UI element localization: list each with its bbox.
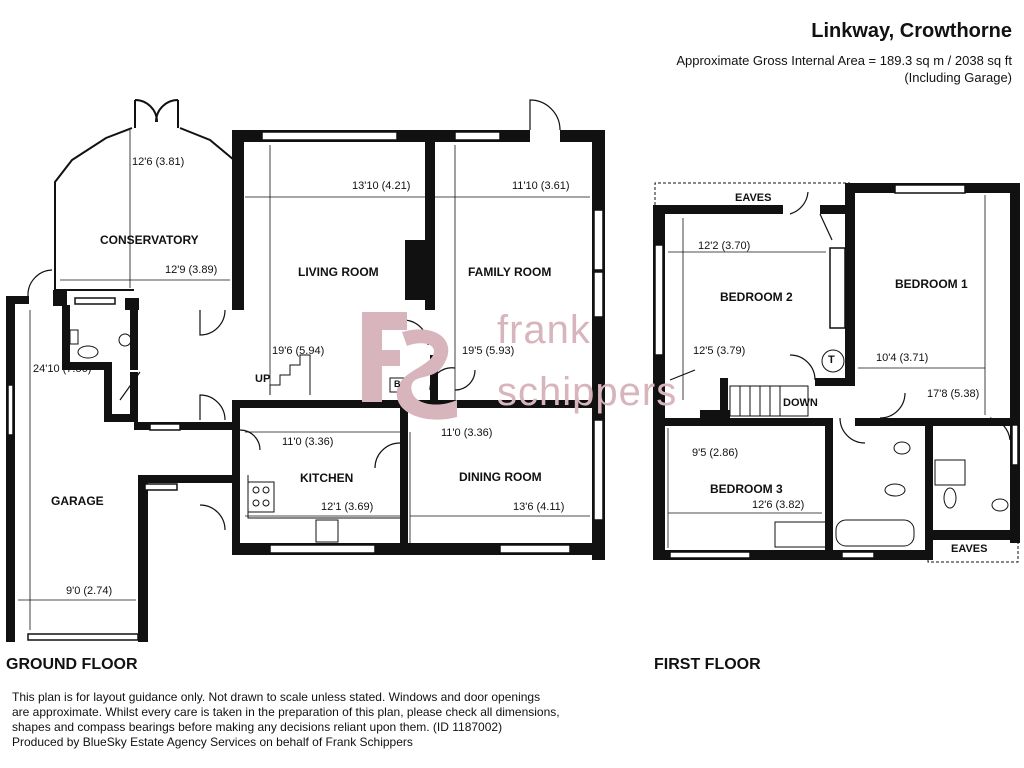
- tank-circle: [821, 349, 845, 373]
- dim-bedroom-1-height: 17'8 (5.38): [927, 388, 980, 400]
- frank-schippers-logo: [362, 312, 457, 420]
- wc-fittings: [69, 329, 132, 359]
- dim-family-height: 19'5 (5.93): [462, 345, 515, 357]
- eaves-label-top: EAVES: [735, 192, 772, 204]
- first-floor-windows: [654, 184, 1019, 559]
- dim-kitchen-height: 11'0 (3.36): [282, 436, 334, 448]
- dim-dining-height: 11'0 (3.36): [441, 427, 493, 439]
- bathroom-fittings: [774, 441, 1009, 548]
- dim-garage-height: 24'10 (7.56): [33, 363, 92, 375]
- first-floor-doors: [669, 191, 1011, 444]
- dim-conservatory-width: 12'9 (3.89): [165, 264, 218, 276]
- room-label-bedroom-1: BEDROOM 1: [895, 277, 968, 291]
- kitchen-fittings: [247, 475, 400, 543]
- room-label-living: LIVING ROOM: [298, 265, 379, 279]
- conservatory-outline: [54, 99, 241, 291]
- room-label-bedroom-2: BEDROOM 2: [720, 290, 793, 304]
- ground-dimension-lines: [18, 130, 590, 630]
- room-label-garage: GARAGE: [51, 494, 104, 508]
- first-floor-label: FIRST FLOOR: [654, 656, 761, 673]
- ground-stairs: [269, 354, 311, 395]
- room-label-kitchen: KITCHEN: [300, 471, 354, 485]
- dim-living-height: 19'6 (5.94): [272, 345, 325, 357]
- room-label-conservatory: CONSERVATORY: [100, 233, 199, 247]
- room-label-dining: DINING ROOM: [459, 470, 542, 484]
- watermark-word-frank: frank: [497, 308, 591, 352]
- ground-floor-doors: [27, 99, 561, 531]
- disclaimer-line: This plan is for layout guidance only. N…: [12, 690, 541, 704]
- dim-bedroom-2-width: 12'2 (3.70): [698, 240, 751, 252]
- stairs-up-label: UP: [255, 373, 271, 385]
- dim-family-width: 11'10 (3.61): [512, 180, 570, 192]
- property-title: Linkway, Crowthorne: [811, 20, 1012, 42]
- dim-bedroom-3-width: 12'6 (3.82): [752, 499, 805, 511]
- dim-dining-width: 13'6 (4.11): [513, 501, 565, 513]
- eaves-label-bottom: EAVES: [951, 543, 988, 555]
- dim-conservatory-height: 12'6 (3.81): [132, 156, 185, 168]
- dim-bedroom-2-height: 12'5 (3.79): [693, 345, 746, 357]
- dim-living-width: 13'10 (4.21): [352, 180, 411, 192]
- gross-area-note: (Including Garage): [904, 70, 1012, 85]
- dim-garage-width: 9'0 (2.74): [66, 585, 113, 597]
- room-label-bedroom-3: BEDROOM 3: [710, 482, 783, 496]
- disclaimer-line: are approximate. Whilst every care is ta…: [12, 705, 560, 719]
- dim-bedroom-1-width: 10'4 (3.71): [876, 352, 929, 364]
- disclaimer-text: This plan is for layout guidance only. N…: [12, 690, 592, 750]
- dim-bedroom-3-height: 9'5 (2.86): [692, 447, 739, 459]
- dim-kitchen-width: 12'1 (3.69): [321, 501, 374, 513]
- boiler-label: B: [394, 379, 401, 389]
- stairs-down-label: DOWN: [783, 397, 818, 409]
- tank-label: T: [828, 354, 835, 366]
- gross-area-line: Approximate Gross Internal Area = 189.3 …: [676, 53, 1012, 68]
- first-stairs: [729, 385, 809, 417]
- watermark-word-schippers: schippers: [497, 370, 678, 414]
- first-dimension-lines: [667, 195, 986, 548]
- room-label-family: FAMILY ROOM: [468, 265, 552, 279]
- disclaimer-line: shapes and compass bearings before makin…: [12, 720, 503, 734]
- gross-area-info: Approximate Gross Internal Area = 189.3 …: [676, 52, 1012, 86]
- disclaimer-line: Produced by BlueSky Estate Agency Servic…: [12, 735, 413, 749]
- ground-floor-windows: [7, 131, 604, 641]
- ground-floor-label: GROUND FLOOR: [6, 656, 138, 673]
